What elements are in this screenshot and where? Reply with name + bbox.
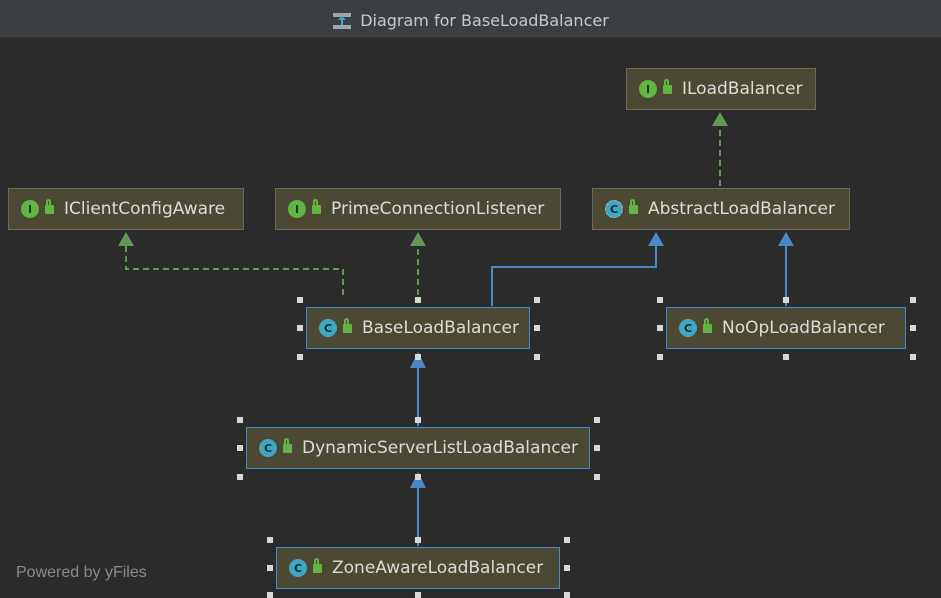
selection-handle[interactable] [564,592,570,598]
selection-handle[interactable] [564,537,570,543]
node-dynamicserverlistloadbalancer[interactable]: C DynamicServerListLoadBalancer [246,427,590,469]
selection-handle[interactable] [297,354,303,360]
selection-handle[interactable] [534,297,540,303]
node-label: ILoadBalancer [682,79,803,99]
selection-handle[interactable] [657,325,663,331]
node-primeconnectionlistener[interactable]: I PrimeConnectionListener [275,188,561,230]
node-label: NoOpLoadBalancer [722,318,885,338]
selection-handle[interactable] [657,354,663,360]
node-label: DynamicServerListLoadBalancer [302,438,579,458]
arrowhead-base-from-dynamic [410,352,426,368]
selection-handle[interactable] [594,417,600,423]
selection-handle[interactable] [534,354,540,360]
selection-handle[interactable] [415,354,421,360]
selection-handle[interactable] [415,474,421,480]
selection-handle[interactable] [594,445,600,451]
selection-handle[interactable] [783,297,789,303]
selection-handle[interactable] [267,565,273,571]
node-label: BaseLoadBalancer [362,318,519,338]
selection-handle[interactable] [415,297,421,303]
selection-handle[interactable] [237,417,243,423]
selection-handle[interactable] [237,445,243,451]
class-diagram-icon [333,12,352,29]
class-icon: C [319,319,337,337]
node-zoneawareloadbalancer[interactable]: C ZoneAwareLoadBalancer [276,547,560,589]
public-lock-icon [343,317,352,333]
class-icon: C [679,319,697,337]
diagram-canvas[interactable]: I ILoadBalancer I IClientConfigAware I P… [0,38,941,598]
selection-handle[interactable] [910,297,916,303]
selection-handle[interactable] [657,297,663,303]
edges-layer [118,112,794,546]
window-top-edge [0,0,941,4]
selection-handle[interactable] [910,354,916,360]
public-lock-icon [283,437,292,453]
edge-base-to-abstract [491,246,657,306]
arrowhead-dynamic-from-zoneaware [410,472,426,488]
node-label: AbstractLoadBalancer [648,199,835,219]
class-icon: C [289,559,307,577]
node-label: PrimeConnectionListener [331,199,545,219]
arrowhead-abstract-from-base [648,232,664,246]
edge-base-to-iclientconfigaware [125,246,344,295]
diagram-titlebar: Diagram for BaseLoadBalancer [0,4,941,38]
node-iclientconfigaware[interactable]: I IClientConfigAware [8,188,244,230]
public-lock-icon [703,317,712,333]
arrowhead-abstract-from-noop [778,232,794,246]
interface-icon: I [21,200,39,218]
interface-icon: I [288,200,306,218]
node-abstractloadbalancer[interactable]: C AbstractLoadBalancer [592,188,850,230]
public-lock-icon [663,78,672,94]
selection-handle[interactable] [534,325,540,331]
selection-handle[interactable] [237,474,243,480]
diagram-title: Diagram for BaseLoadBalancer [360,11,609,30]
abstract-class-icon: C [605,200,623,218]
node-label: IClientConfigAware [64,199,226,219]
node-nooploadbalancer[interactable]: C NoOpLoadBalancer [666,307,906,349]
node-baseloadbalancer[interactable]: C BaseLoadBalancer [306,307,530,349]
selection-handle[interactable] [297,325,303,331]
selection-handle[interactable] [783,354,789,360]
selection-handle[interactable] [415,417,421,423]
powered-by-label: Powered by yFiles [16,564,147,581]
selection-handle[interactable] [594,474,600,480]
selection-handle[interactable] [415,592,421,598]
node-label: ZoneAwareLoadBalancer [332,558,544,578]
selection-handle[interactable] [267,537,273,543]
selection-handle[interactable] [415,537,421,543]
selection-handle[interactable] [297,297,303,303]
public-lock-icon [45,198,54,214]
public-lock-icon [313,557,322,573]
public-lock-icon [629,198,638,214]
public-lock-icon [312,198,321,214]
selection-handle[interactable] [910,325,916,331]
selection-handle[interactable] [267,592,273,598]
arrowhead-primeconnectionlistener [410,232,426,246]
interface-icon: I [639,80,657,98]
selection-handle[interactable] [564,565,570,571]
class-icon: C [259,439,277,457]
node-iloadbalancer[interactable]: I ILoadBalancer [626,68,816,110]
arrowhead-iloadbalancer [712,112,728,126]
arrowhead-iclientconfigaware [118,232,134,246]
